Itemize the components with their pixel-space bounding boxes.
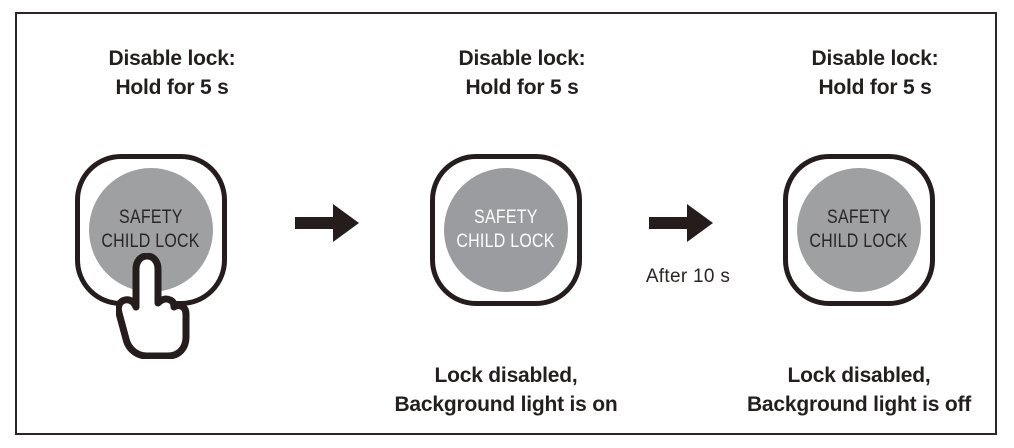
figure-frame: Disable lock: Hold for 5 s Disable lock:… xyxy=(15,12,997,435)
after-delay-label: After 10 s xyxy=(645,266,731,287)
safety-child-lock-disc-step-2: SAFETY CHILD LOCK xyxy=(444,168,568,292)
step-1-heading-line-2: Hold for 5 s xyxy=(115,76,229,99)
step-2-caption-line-1: Lock disabled, xyxy=(434,364,578,387)
step-2-caption-line-2: Background light is on xyxy=(394,393,618,416)
safety-child-lock-disc-step-3: SAFETY CHILD LOCK xyxy=(797,168,921,292)
step-3-caption-line-1: Lock disabled, xyxy=(787,364,931,387)
step-3-heading-line-1: Disable lock: xyxy=(811,47,939,70)
safety-child-lock-label-line-1: SAFETY xyxy=(827,207,891,228)
safety-child-lock-button-step-1[interactable]: SAFETY CHILD LOCK xyxy=(75,154,227,306)
step-3-heading: Disable lock: Hold for 5 s xyxy=(745,44,1005,102)
safety-child-lock-label-line-2: CHILD LOCK xyxy=(809,231,909,252)
step-1-heading-line-1: Disable lock: xyxy=(108,47,236,70)
safety-child-lock-disc-step-1: SAFETY CHILD LOCK xyxy=(89,168,213,292)
right-arrow-icon-1 xyxy=(295,204,359,242)
step-1-heading: Disable lock: Hold for 5 s xyxy=(42,44,302,102)
step-2-heading: Disable lock: Hold for 5 s xyxy=(392,44,652,102)
step-3-caption-line-2: Background light is off xyxy=(746,393,972,416)
safety-child-lock-label-line-1: SAFETY xyxy=(474,207,538,228)
safety-child-lock-label-line-1: SAFETY xyxy=(119,207,183,228)
step-3-heading-line-2: Hold for 5 s xyxy=(818,76,932,99)
safety-child-lock-label-line-2: CHILD LOCK xyxy=(456,231,556,252)
step-2-heading-line-1: Disable lock: xyxy=(458,47,586,70)
step-3-caption: Lock disabled, Background light is off xyxy=(694,361,1014,419)
step-2-caption: Lock disabled, Background light is on xyxy=(341,361,671,419)
safety-child-lock-button-step-2[interactable]: SAFETY CHILD LOCK xyxy=(430,154,582,306)
safety-child-lock-button-step-3[interactable]: SAFETY CHILD LOCK xyxy=(783,154,935,306)
step-2-heading-line-2: Hold for 5 s xyxy=(465,76,579,99)
safety-child-lock-label-line-2: CHILD LOCK xyxy=(101,231,201,252)
right-arrow-icon-2 xyxy=(649,204,713,242)
